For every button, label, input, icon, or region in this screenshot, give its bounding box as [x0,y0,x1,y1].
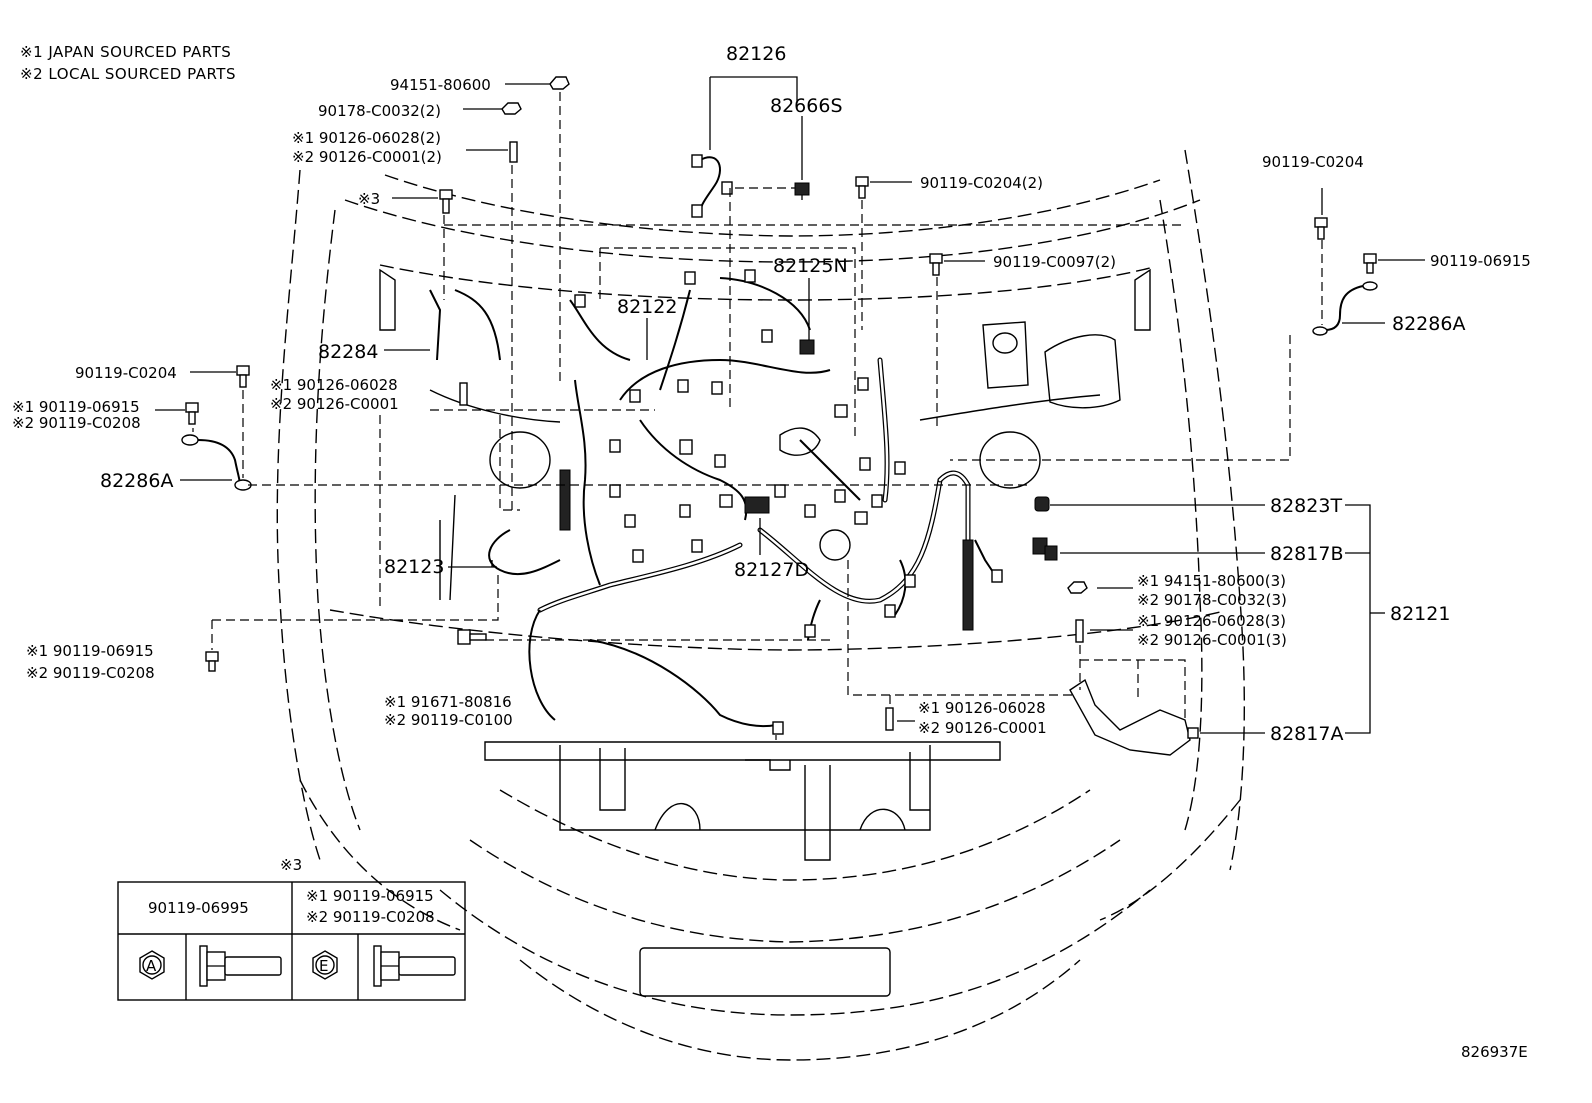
callout-s2-90126-c0001-mid: ※2 90126-C0001 [918,719,1047,737]
figure-id: 826937E [1461,1043,1528,1061]
bolt-s3-icon [439,189,453,214]
note-local-sourced: ※2 LOCAL SOURCED PARTS [20,65,236,83]
callout-s3: ※3 [358,190,380,208]
note-japan-sourced: ※1 JAPAN SOURCED PARTS [20,43,231,61]
callout-90119-c0204-2: 90119-C0204(2) [920,174,1043,192]
bolt-90119-c0204-2-icon [855,176,869,199]
callout-s2-90126-c0001-3: ※2 90126-C0001(3) [1137,631,1287,649]
bolt-90119-c0097-icon [929,253,943,276]
callout-s1-91671-80816: ※1 91671-80816 [384,693,512,711]
bolt-left-90119-c0204-icon [236,365,250,388]
ground-strap-82286a-right [1312,281,1378,336]
callout-82122: 82122 [617,296,677,318]
stud-mid-icon [885,707,894,731]
legend-heading: ※3 [280,856,302,874]
fasteners [185,76,1377,731]
callout-s2-90126-c0001-left: ※2 90126-C0001 [270,395,399,413]
bolt-right-06915-icon [1363,253,1377,274]
part-82126-harness [691,154,810,218]
connector-82823t [1034,496,1050,512]
engine-components [379,268,1151,601]
callout-s1-90126-06028-3: ※1 90126-06028(3) [1137,612,1286,630]
callout-94151-80600: 94151-80600 [390,76,491,94]
ground-strap-82286a-left [181,434,252,491]
bracket-82817a [1069,678,1199,756]
harness-connectors [559,269,1003,735]
stud-right-icon [1075,619,1084,643]
nut-94151-80600-icon [549,76,570,90]
legend-part-col2-line1: ※1 90119-06915 [306,887,434,905]
vehicle-body-outline [276,149,1246,1061]
callout-82817a: 82817A [1270,723,1343,745]
reference-lines [192,92,1323,740]
callout-s1-90126-06028-left: ※1 90126-06028 [270,376,398,394]
mark-a-label: A [146,957,157,975]
callout-s2-90119-c0100: ※2 90119-C0100 [384,711,513,729]
bolt-left-06915-icon [185,402,199,425]
bolt-91671-80816-icon [457,629,487,645]
callout-s1-94151-80600-3: ※1 94151-80600(3) [1137,572,1286,590]
bolt-lower-left-icon [205,651,219,672]
callout-82286a-left: 82286A [100,470,173,492]
callout-90119-c0204-left: 90119-C0204 [75,364,177,382]
callout-82286a-right: 82286A [1392,313,1465,335]
callout-s2-90126-c0001-2: ※2 90126-C0001(2) [292,148,442,166]
callout-82823t: 82823T [1270,495,1342,517]
callout-s1-90119-06915-left: ※1 90119-06915 [12,398,140,416]
callout-82126: 82126 [726,43,786,65]
callout-90119-c0097-2: 90119-C0097(2) [993,253,1116,271]
callout-82123: 82123 [384,556,444,578]
callout-90119-06915-right: 90119-06915 [1430,252,1531,270]
callout-s2-90119-c0208-low: ※2 90119-C0208 [26,664,155,682]
callout-90178-c0032-2: 90178-C0032(2) [318,102,441,120]
mark-e-label: E [319,957,328,975]
callout-s2-90119-c0208-left: ※2 90119-C0208 [12,414,141,432]
callout-s1-90119-06915-low: ※1 90119-06915 [26,642,154,660]
connector-82817b [1032,537,1058,561]
callout-s1-90126-06028-2: ※1 90126-06028(2) [292,129,441,147]
hex-mark-a-icon: A [139,950,165,980]
flange-bolt-a-icon [199,945,282,987]
callout-82125n: 82125N [773,255,848,277]
legend-part-col2-line2: ※2 90119-C0208 [306,908,435,926]
callout-82121: 82121 [1390,603,1450,625]
nut-90178-c0032-icon [501,102,522,115]
callout-s2-90178-c0032-3: ※2 90178-C0032(3) [1137,591,1287,609]
engine-wire-harness [429,269,1003,735]
flange-bolt-e-icon [373,945,456,987]
stud-left-icon [459,382,468,406]
hex-mark-e-icon: E [312,950,338,980]
bolt-right-c0204-icon [1314,217,1328,240]
callout-82817b: 82817B [1270,543,1343,565]
notes: ※1 JAPAN SOURCED PARTS ※2 LOCAL SOURCED … [20,43,236,83]
callout-labels: 94151-80600 90178-C0032(2) ※1 90126-0602… [12,43,1531,745]
callout-90119-c0204-right: 90119-C0204 [1262,153,1364,171]
bolt-legend-table: ※3 90119-06995 ※1 90119-06915 ※2 90119-C… [117,856,466,1001]
radiator-support [484,741,1001,997]
callout-82127d: 82127D [734,559,809,581]
callout-82284: 82284 [318,341,378,363]
stud-top-icon [509,141,518,163]
legend-part-col1: 90119-06995 [148,899,249,917]
callout-s1-90126-06028-mid: ※1 90126-06028 [918,699,1046,717]
callout-82666s: 82666S [770,95,843,117]
nut-right-94151-icon [1067,581,1088,594]
leader-lines [155,76,1425,734]
